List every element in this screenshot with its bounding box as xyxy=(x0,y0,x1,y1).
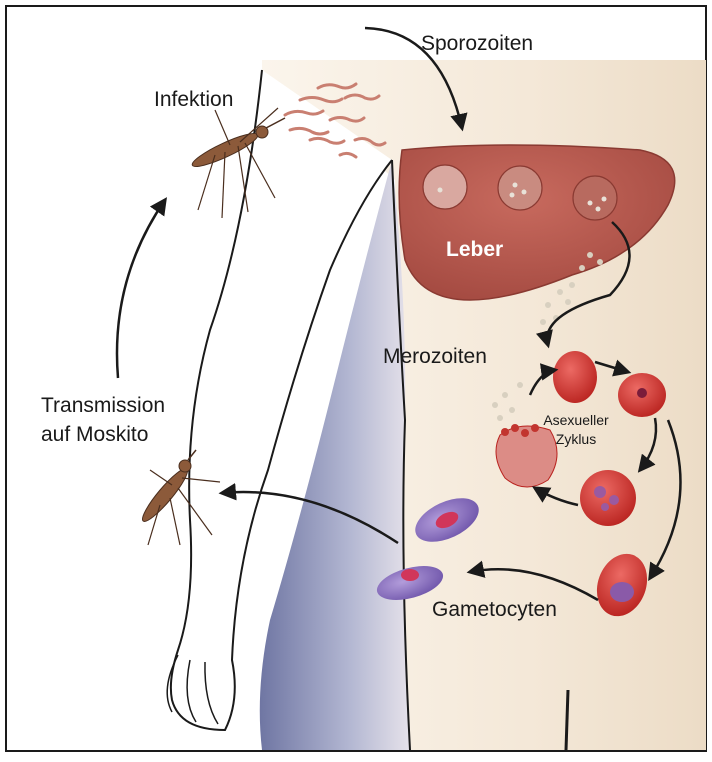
rbc-gametocyte-forming xyxy=(610,582,634,602)
liver-infection-site-2 xyxy=(498,166,542,210)
torso-center-line xyxy=(566,690,568,750)
label-merozoites: Merozoiten xyxy=(383,345,487,369)
label-transmission-line2: auf Moskito xyxy=(41,423,148,447)
rbc-ring-parasite xyxy=(637,388,647,398)
red-blood-cell-1 xyxy=(553,351,597,403)
red-blood-cell-3 xyxy=(580,470,636,526)
label-asexual-line1: Asexueller xyxy=(528,412,624,428)
label-transmission-line1: Transmission xyxy=(41,394,165,418)
liver-infection-site-1 xyxy=(423,165,467,209)
label-liver: Leber xyxy=(446,238,503,262)
label-infection: Infektion xyxy=(154,88,233,112)
gametocyte-2-nucleus xyxy=(401,569,419,581)
label-gametocytes: Gametocyten xyxy=(432,598,557,622)
label-sporozoites: Sporozoiten xyxy=(421,32,533,56)
liver-infection-site-3 xyxy=(573,176,617,220)
label-asexual-line2: Zyklus xyxy=(528,431,624,447)
